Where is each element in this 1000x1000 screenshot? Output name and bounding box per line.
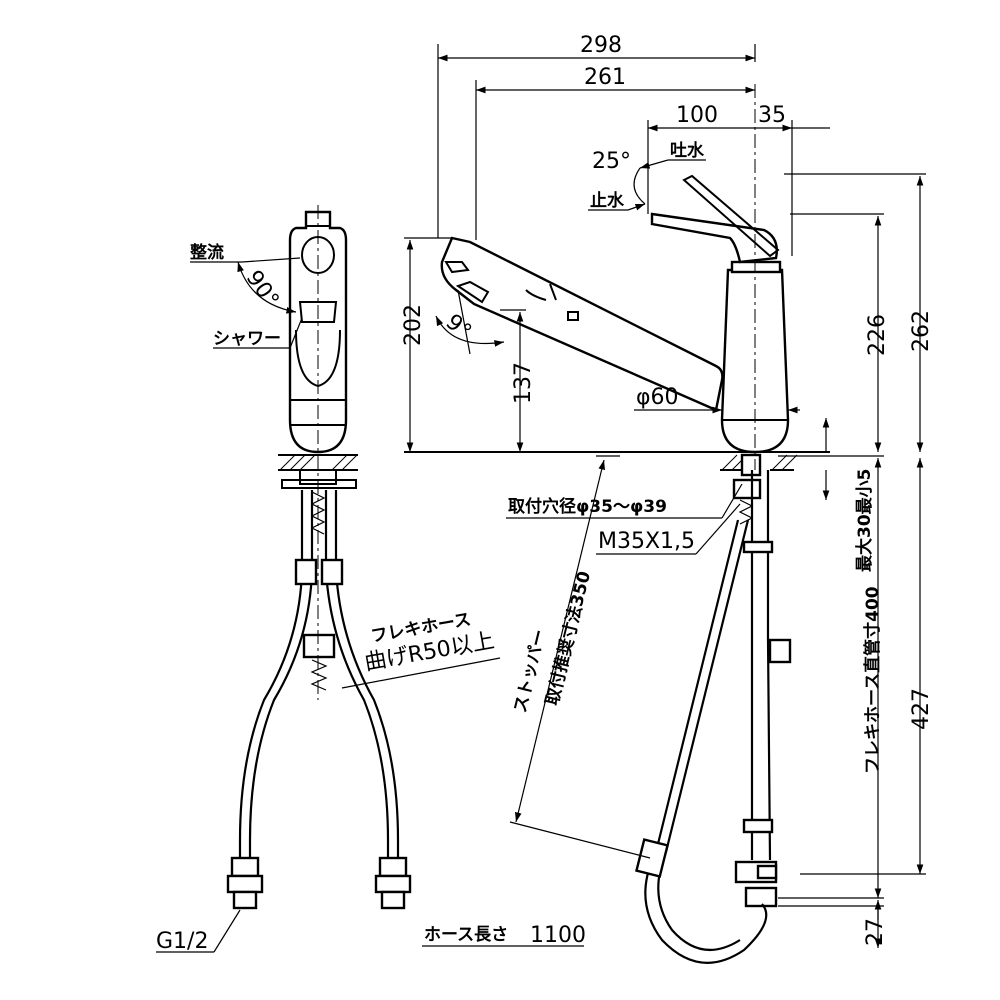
dim-phi60: φ60: [636, 385, 679, 410]
label-mount-hole: 取付穴径φ35～φ39: [508, 496, 667, 517]
side-view: [404, 84, 830, 964]
front-view: [226, 205, 412, 910]
label-toshui: 吐水: [670, 140, 705, 161]
dim-202: 202: [401, 304, 426, 346]
dim-261: 261: [584, 65, 626, 90]
label-stopper-2: 取付推奨寸法350: [541, 569, 595, 708]
dim-27: 27: [863, 918, 888, 946]
label-g12: G1/2: [156, 929, 208, 954]
dim-100: 100: [676, 103, 718, 128]
label-flex-straight: フレキホース直管寸400: [862, 586, 883, 774]
dim-9deg: 9°: [441, 310, 476, 345]
label-hose-length: ホース長さ: [424, 925, 508, 945]
label-seiryu: 整流: [190, 242, 224, 263]
dim-226: 226: [865, 314, 890, 356]
label-shower: シャワー: [213, 329, 281, 349]
dim-298: 298: [580, 33, 622, 58]
label-shisui: 止水: [590, 190, 625, 211]
dim-427: 427: [909, 688, 934, 730]
dim-25deg: 25°: [592, 149, 631, 174]
hose-length-value: 1100: [530, 923, 586, 948]
dim-262: 262: [909, 310, 934, 352]
label-max-thickness: 最大30最小5: [854, 469, 875, 573]
dim-35: 35: [758, 103, 786, 128]
dim-90deg: 90°: [241, 266, 284, 312]
label-thread: M35X1,5: [598, 529, 695, 554]
dim-137: 137: [511, 362, 536, 404]
